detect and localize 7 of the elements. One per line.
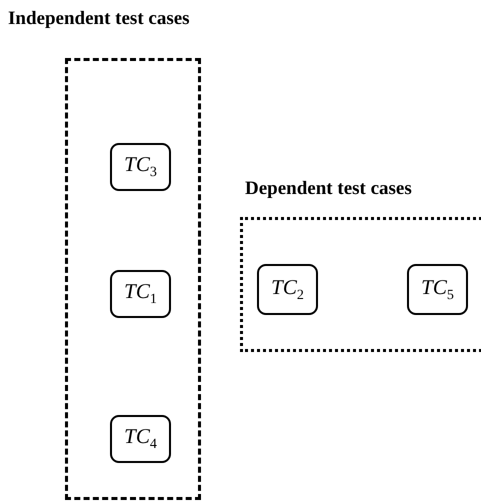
test-case-box: TC$_{5}$	[407, 264, 468, 315]
group-heading: Independent test cases	[8, 8, 190, 30]
group-heading: Dependent test cases	[245, 178, 412, 200]
test-case-box: TC$_{1}$	[110, 270, 171, 318]
test-case-box: TC$_{3}$	[110, 143, 171, 191]
test-case-box: TC$_{4}$	[110, 415, 171, 463]
test-case-box: TC$_{2}$	[257, 264, 318, 315]
